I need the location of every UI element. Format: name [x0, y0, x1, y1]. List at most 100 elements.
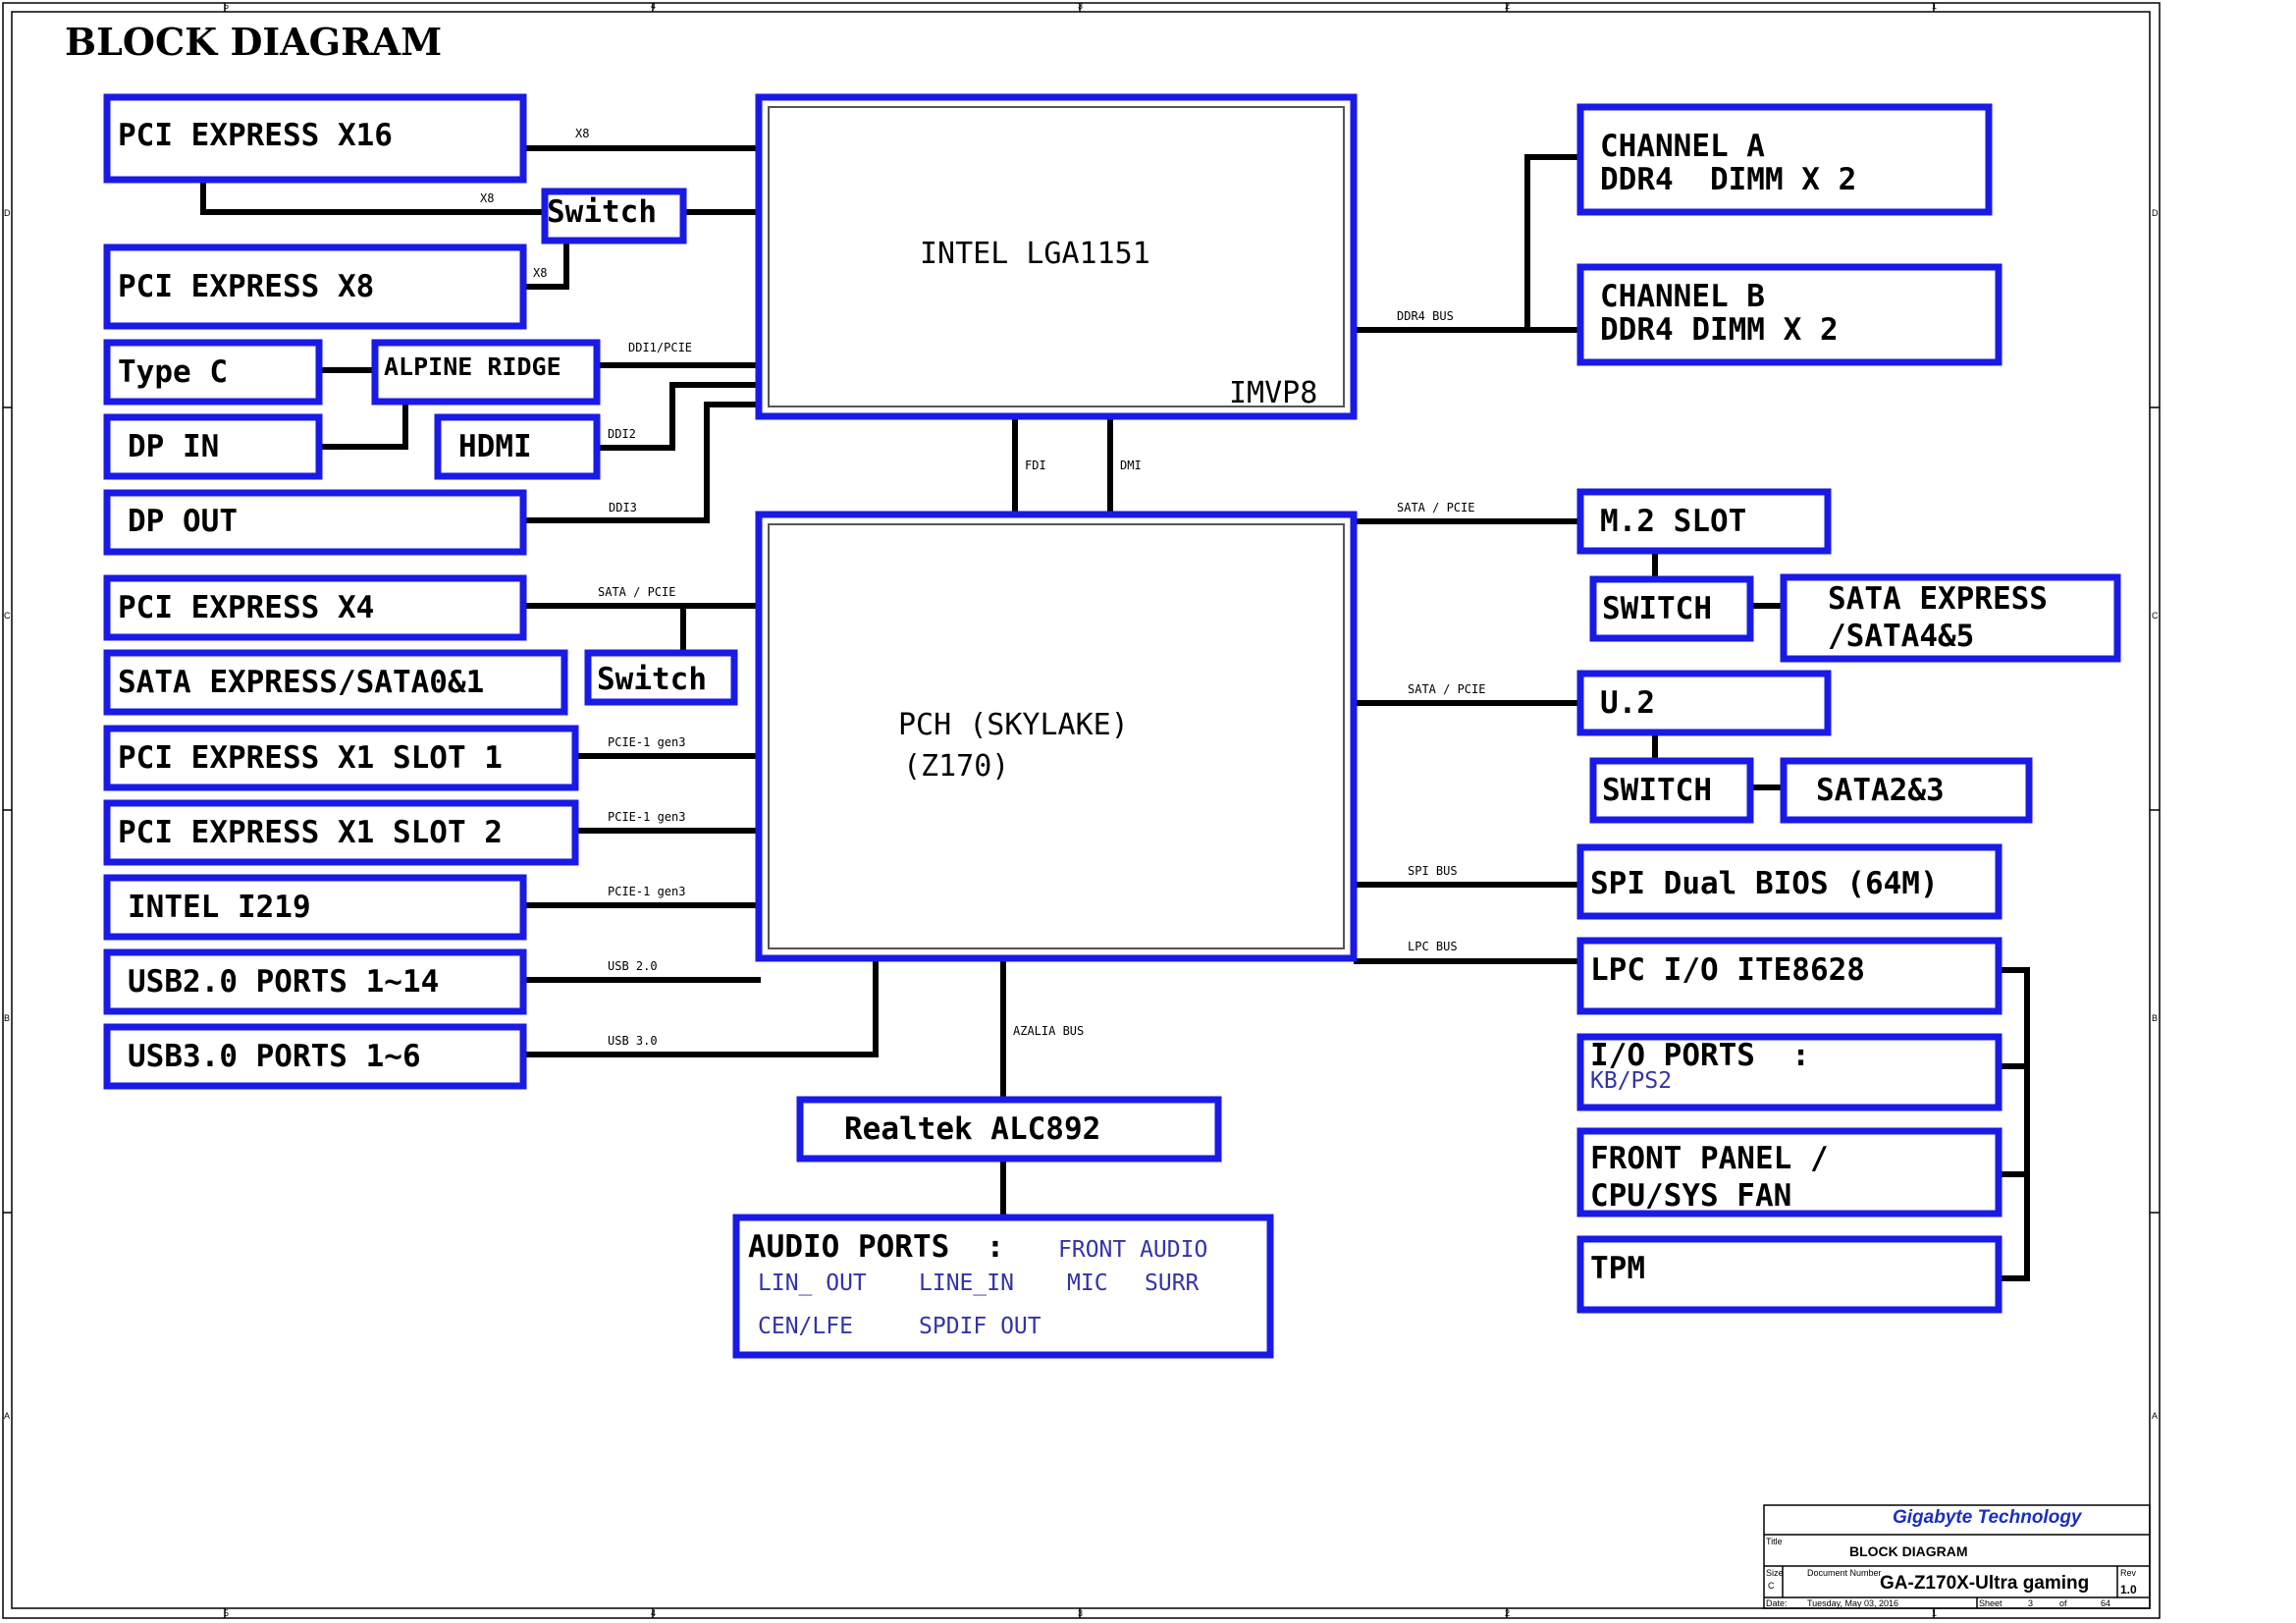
pcie-x8-box[interactable]: PCI EXPRESS X8	[103, 243, 527, 330]
hdmi-box[interactable]: HDMI	[434, 413, 601, 480]
bus-label-lpc: LPC BUS	[1408, 940, 1458, 953]
usb3-ports-label: USB3.0 PORTS 1~6	[128, 1039, 421, 1074]
pcie-x1-slot2-box[interactable]: PCI EXPRESS X1 SLOT 2	[103, 799, 579, 866]
col-tick: 1	[1932, 1, 1937, 11]
sata45-label: /SATA4&5	[1828, 619, 1974, 654]
diagram-title: BLOCK DIAGRAM	[65, 20, 442, 64]
pcie-x4-label: PCI EXPRESS X4	[118, 590, 374, 625]
switch-label: Switch	[597, 662, 707, 697]
spi-bios-box[interactable]: SPI Dual BIOS (64M)	[1576, 843, 2002, 920]
bus-label-usb20: USB 2.0	[608, 959, 658, 973]
channel-b-box[interactable]: CHANNEL B DDR4 DIMM X 2	[1576, 263, 2002, 366]
pcie-x1-slot1-label: PCI EXPRESS X1 SLOT 1	[118, 740, 503, 776]
rev-value: 1.0	[2120, 1583, 2137, 1596]
audio-ports-box[interactable]: AUDIO PORTS : FRONT AUDIO LIN_ OUT LINE_…	[732, 1214, 1274, 1359]
dp-in-box[interactable]: DP IN	[103, 413, 323, 480]
audio-item: SURR	[1145, 1271, 1200, 1296]
pcie-x1-slot2-label: PCI EXPRESS X1 SLOT 2	[118, 815, 503, 850]
realtek-box[interactable]: Realtek ALC892	[796, 1096, 1222, 1163]
lpc-io-box[interactable]: LPC I/O ITE8628	[1576, 937, 2002, 1015]
fan-label: CPU/SYS FAN	[1590, 1178, 1791, 1214]
audio-item: MIC	[1067, 1271, 1108, 1296]
pch-label: PCH (SKYLAKE)	[898, 708, 1129, 742]
io-ports-box[interactable]: I/O PORTS : KB/PS2	[1576, 1033, 2002, 1111]
realtek-label: Realtek ALC892	[844, 1111, 1100, 1147]
spi-bios-label: SPI Dual BIOS (64M)	[1590, 866, 1939, 901]
bus-label-azalia: AZALIA BUS	[1013, 1024, 1084, 1038]
dp-in-label: DP IN	[128, 429, 219, 464]
dp-out-box[interactable]: DP OUT	[103, 489, 527, 556]
row-tick: A	[4, 1411, 10, 1421]
bus-label-ddr4: DDR4 BUS	[1397, 309, 1454, 323]
channel-a-dimm-label: DDR4 DIMM X 2	[1600, 162, 1856, 197]
tpm-box[interactable]: TPM	[1576, 1235, 2002, 1314]
connection-wires	[200, 145, 2030, 1281]
pcie-x4-box[interactable]: PCI EXPRESS X4	[103, 574, 527, 641]
bus-label-dmi: DMI	[1120, 459, 1142, 472]
pcie-x8-label: PCI EXPRESS X8	[118, 269, 374, 304]
sata23-label: SATA2&3	[1816, 773, 1945, 808]
bus-label-x8: X8	[575, 127, 589, 140]
channel-a-label: CHANNEL A	[1600, 129, 1765, 164]
bus-label-ddi2: DDI2	[608, 427, 636, 441]
type-c-box[interactable]: Type C	[103, 339, 323, 406]
bus-label-sata-pcie: SATA / PCIE	[1408, 682, 1485, 696]
bus-label-ddi3: DDI3	[609, 501, 637, 514]
channel-a-box[interactable]: CHANNEL A DDR4 DIMM X 2	[1576, 103, 1993, 216]
channel-b-label: CHANNEL B	[1600, 279, 1765, 314]
usb2-ports-box[interactable]: USB2.0 PORTS 1~14	[103, 948, 527, 1015]
sata-express-label: SATA EXPRESS	[1828, 581, 2048, 617]
sheet-value: 3	[2028, 1598, 2033, 1608]
pch-block[interactable]: PCH (SKYLAKE) (Z170)	[755, 511, 1358, 962]
row-tick: B	[2152, 1013, 2158, 1023]
audio-item: LIN_ OUT	[758, 1271, 867, 1296]
usb3-ports-box[interactable]: USB3.0 PORTS 1~6	[103, 1023, 527, 1090]
front-panel-label: FRONT PANEL /	[1590, 1141, 1829, 1176]
col-tick: 4	[651, 1, 656, 11]
pcie-x16-box[interactable]: PCI EXPRESS X16	[103, 93, 527, 184]
intel-i219-box[interactable]: INTEL I219	[103, 874, 527, 941]
audio-item: SPDIF OUT	[919, 1314, 1041, 1339]
pcie-x1-slot1-box[interactable]: PCI EXPRESS X1 SLOT 1	[103, 725, 579, 791]
col-tick: 5	[224, 1608, 229, 1618]
row-tick: D	[4, 208, 11, 218]
switch-box-1[interactable]: Switch	[541, 188, 687, 244]
col-tick: 4	[651, 1608, 656, 1618]
col-tick: 2	[1505, 1608, 1510, 1618]
switch-box-b[interactable]: SWITCH	[1589, 757, 1754, 824]
switch-label: SWITCH	[1602, 773, 1712, 808]
sata23-box[interactable]: SATA2&3	[1780, 757, 2033, 824]
docnum-label: Document Number	[1807, 1568, 1882, 1578]
row-tick: A	[2152, 1411, 2158, 1421]
cpu-block[interactable]: INTEL LGA1151 IMVP8	[755, 93, 1358, 420]
bus-label-usb30: USB 3.0	[608, 1034, 658, 1048]
u2-label: U.2	[1600, 685, 1655, 721]
of-label: of	[2059, 1598, 2067, 1608]
audio-item: CEN/LFE	[758, 1314, 853, 1339]
cpu-label: INTEL LGA1151	[920, 237, 1150, 271]
audio-ports-label: AUDIO PORTS :	[748, 1229, 1004, 1265]
bus-label-spi: SPI BUS	[1408, 864, 1458, 878]
switch-label: Switch	[547, 194, 657, 230]
sheet-label: Sheet	[1979, 1598, 2002, 1608]
switch-box-2[interactable]: Switch	[584, 649, 738, 706]
alpine-ridge-box[interactable]: ALPINE RIDGE	[371, 339, 601, 406]
bus-label-sata-pcie: SATA / PCIE	[598, 585, 675, 599]
bus-label-fdi: FDI	[1025, 459, 1046, 472]
front-panel-box[interactable]: FRONT PANEL / CPU/SYS FAN	[1576, 1127, 2002, 1217]
rev-label: Rev	[2120, 1568, 2137, 1578]
u2-box[interactable]: U.2	[1576, 670, 1832, 736]
sata-express-box[interactable]: SATA EXPRESS/SATA0&1	[103, 649, 568, 716]
size-value: C	[1768, 1581, 1775, 1591]
size-label: Size	[1766, 1568, 1784, 1578]
sata-express-right-box[interactable]: SATA EXPRESS /SATA4&5	[1780, 573, 2121, 663]
col-tick: 5	[224, 1, 229, 11]
bus-label-pcie1: PCIE-1 gen3	[608, 735, 685, 749]
switch-box-a[interactable]: SWITCH	[1589, 575, 1754, 642]
hdmi-label: HDMI	[458, 429, 532, 464]
date-label: Date:	[1766, 1598, 1788, 1608]
bus-label-pcie1: PCIE-1 gen3	[608, 810, 685, 824]
bus-label-pcie1: PCIE-1 gen3	[608, 885, 685, 898]
drawing-frame: 5 4 3 2 1 5 4 3 2 1 D C B A D C B A	[2, 1, 2161, 1619]
m2-slot-box[interactable]: M.2 SLOT	[1576, 488, 1832, 555]
